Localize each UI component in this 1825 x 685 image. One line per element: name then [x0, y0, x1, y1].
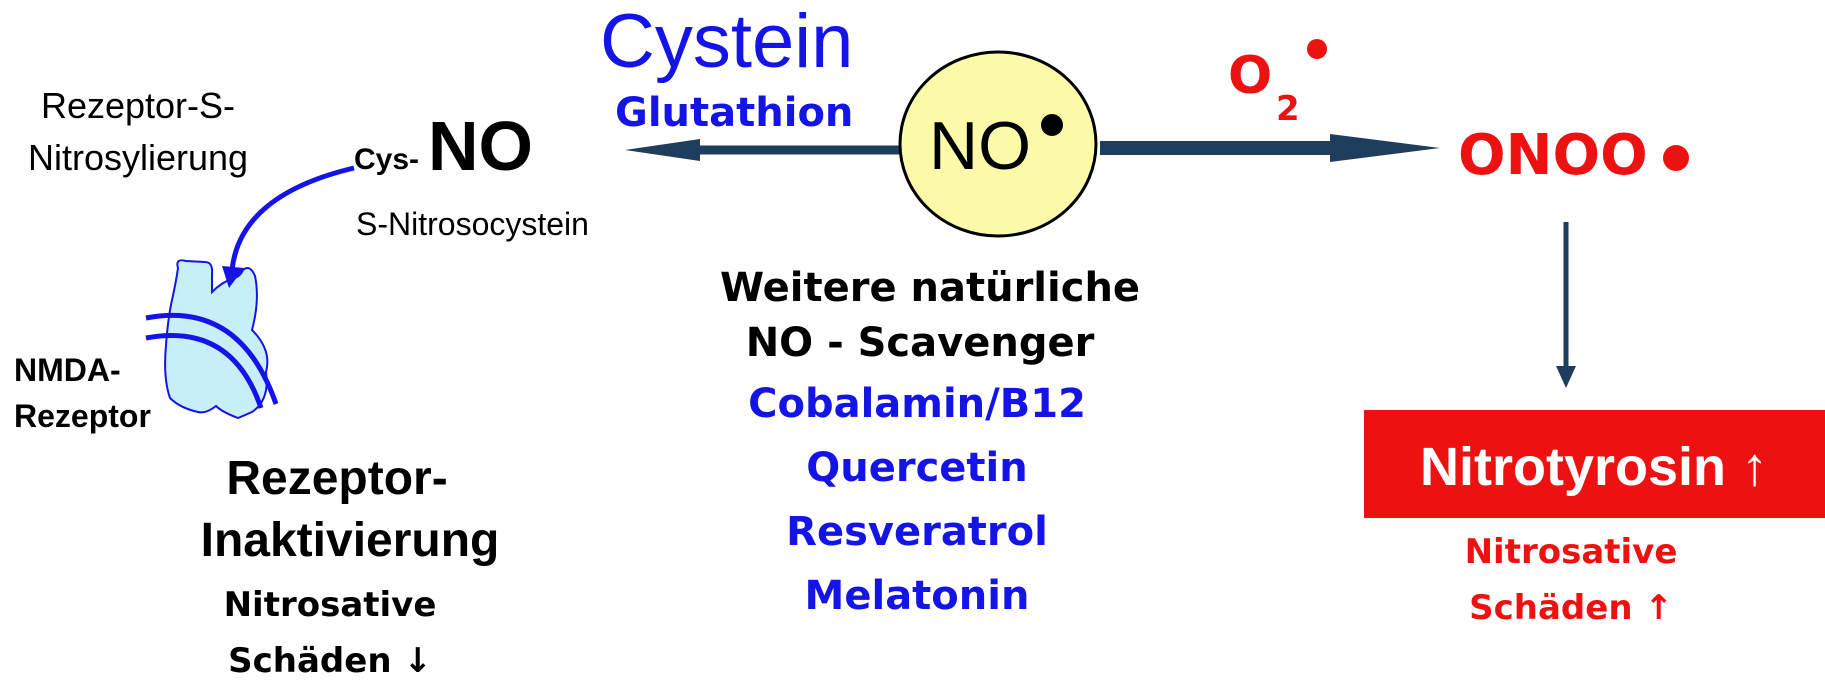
nitrosylation-arrow — [222, 165, 355, 288]
superoxide-o-label: O — [1228, 46, 1273, 106]
nmda-label-line2: Rezeptor — [14, 398, 151, 434]
s-nitrosocystein-label: S-Nitrosocystein — [356, 206, 589, 242]
scavenger-heading-line1: Weitere natürliche — [719, 265, 1141, 311]
nitrotyrosin-box — [1364, 410, 1825, 518]
no-radical-dot — [1041, 114, 1063, 136]
arrow-to-peroxynitrite — [1100, 134, 1440, 162]
inactivation-line2: Inaktivierung — [200, 514, 500, 567]
scavenger-heading-line2: NO - Scavenger — [745, 320, 1095, 366]
left-damage-line2: Schäden ↓ — [228, 641, 432, 681]
nmda-receptor-shape — [164, 259, 269, 420]
nitrotyrosin-label: Nitrotyrosin ↑ — [1419, 437, 1769, 497]
onoo-radical-dot — [1663, 145, 1689, 171]
process-label-line1: Rezeptor-S- — [40, 85, 236, 126]
o2-radical-dot — [1307, 39, 1327, 59]
peroxynitrite-label: ONOO — [1458, 123, 1648, 188]
arrow-to-nitrotyrosin — [1556, 222, 1576, 388]
scavenger-item: Quercetin — [806, 445, 1028, 491]
cys-prefix-label: Cys- — [354, 143, 420, 176]
scavenger-item: Cobalamin/B12 — [748, 381, 1086, 427]
nmda-label-line1: NMDA- — [14, 352, 121, 388]
inactivation-line1: Rezeptor- — [226, 452, 448, 505]
membrane-line-outer — [145, 312, 279, 405]
process-label-line2: Nitrosylierung — [27, 137, 249, 178]
superoxide-subscript: 2 — [1276, 89, 1300, 129]
cys-no-label: NO — [428, 107, 533, 185]
cystein-label: Cystein — [600, 0, 854, 84]
glutathion-label: Glutathion — [615, 90, 854, 136]
left-damage-line1: Nitrosative — [223, 585, 437, 625]
arrow-to-cystein — [625, 139, 905, 161]
no-molecule-label: NO — [929, 108, 1031, 184]
right-damage-line2: Schäden ↑ — [1469, 588, 1673, 628]
scavenger-item: Melatonin — [804, 573, 1030, 619]
no-molecule-circle — [898, 50, 1098, 238]
membrane-line-inner — [145, 332, 264, 409]
scavenger-item: Resveratrol — [786, 509, 1048, 555]
right-damage-line1: Nitrosative — [1464, 532, 1678, 572]
